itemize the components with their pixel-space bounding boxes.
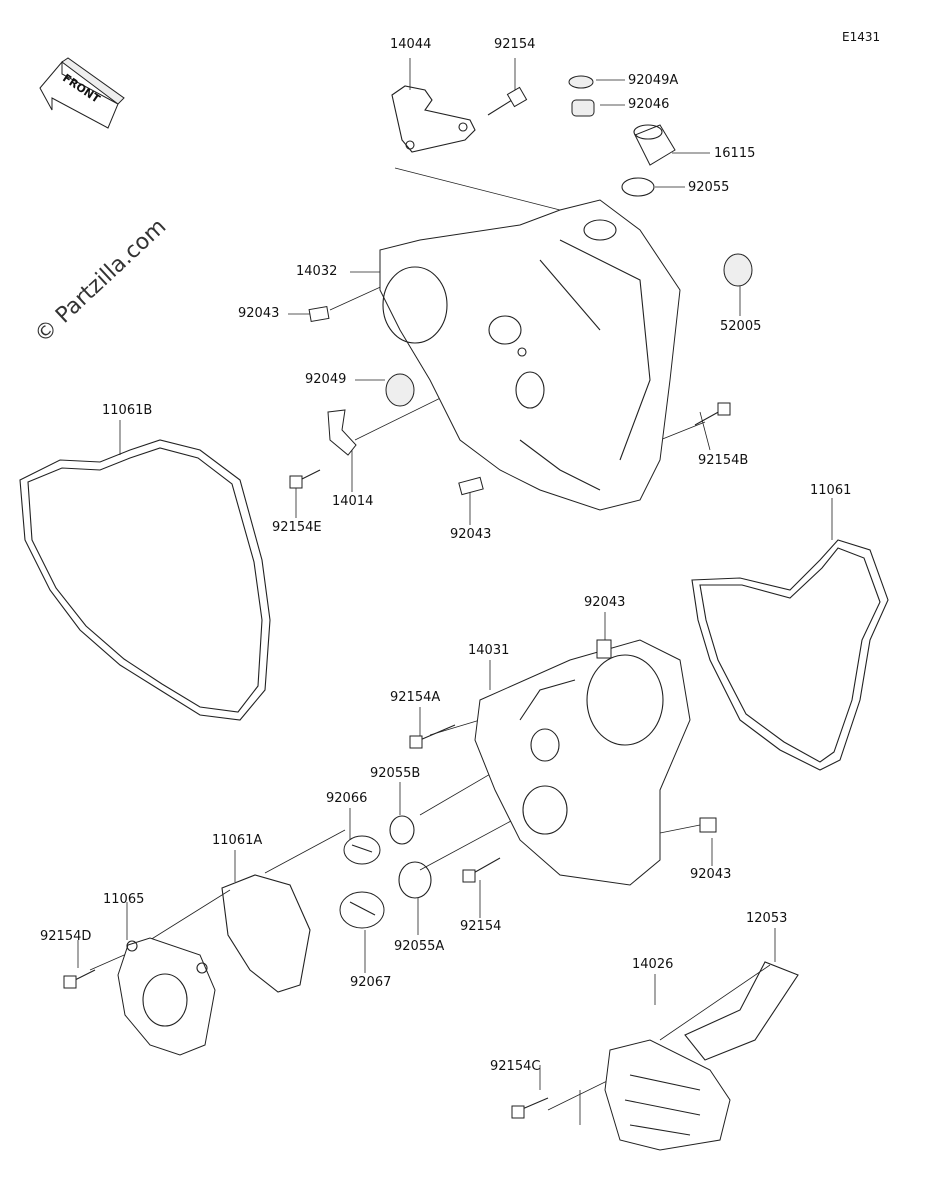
label-92043-d[interactable]: 92043 <box>690 867 732 882</box>
label-16115[interactable]: 16115 <box>714 146 756 161</box>
gasket-11061B-inner <box>27 447 263 713</box>
label-92154A[interactable]: 92154A <box>390 690 441 705</box>
diagram-code: E1431 <box>842 30 881 44</box>
label-92055A[interactable]: 92055A <box>394 939 445 954</box>
label-11065[interactable]: 11065 <box>103 892 145 907</box>
label-92049A[interactable]: 92049A <box>628 73 679 88</box>
cover-14031 <box>474 639 691 886</box>
bearing-92046 <box>571 99 595 117</box>
seal-52005 <box>723 253 753 287</box>
cover-11065 <box>117 937 216 1056</box>
label-11061B[interactable]: 11061B <box>102 403 153 418</box>
dowel-92043-d <box>699 817 717 833</box>
bracket-14044 <box>391 85 476 153</box>
gasket-11061A <box>221 874 311 993</box>
seal-92049 <box>385 373 415 407</box>
plate-14014 <box>327 409 357 456</box>
label-92154-mid[interactable]: 92154 <box>460 919 502 934</box>
label-92154-top[interactable]: 92154 <box>494 37 536 52</box>
label-92066[interactable]: 92066 <box>326 791 368 806</box>
label-92043-c[interactable]: 92043 <box>584 595 626 610</box>
label-12053[interactable]: 12053 <box>746 911 788 926</box>
label-14031[interactable]: 14031 <box>468 643 510 658</box>
label-92154E[interactable]: 92154E <box>272 520 322 535</box>
label-14026[interactable]: 14026 <box>632 957 674 972</box>
label-92154D[interactable]: 92154D <box>40 929 92 944</box>
label-92043-a[interactable]: 92043 <box>238 306 280 321</box>
cap-16115 <box>633 124 676 166</box>
dowel-92043-a <box>308 305 330 323</box>
label-92046[interactable]: 92046 <box>628 97 670 112</box>
oring-92055A <box>398 861 432 899</box>
label-14044[interactable]: 14044 <box>390 37 432 52</box>
dowel-92043-b <box>458 476 484 496</box>
gasket-11061B <box>19 439 271 721</box>
bolt-92154E <box>289 469 321 489</box>
plug-92067 <box>339 891 385 929</box>
label-92154C[interactable]: 92154C <box>490 1059 541 1074</box>
label-92043-b[interactable]: 92043 <box>450 527 492 542</box>
label-14032[interactable]: 14032 <box>296 264 338 279</box>
label-11061A[interactable]: 11061A <box>212 833 263 848</box>
label-92055[interactable]: 92055 <box>688 180 730 195</box>
bolt-92154C <box>511 1097 549 1119</box>
oring-92055 <box>621 177 655 197</box>
bolt-92154D <box>63 969 96 989</box>
label-52005[interactable]: 52005 <box>720 319 762 334</box>
label-14014[interactable]: 14014 <box>332 494 374 509</box>
label-92154B[interactable]: 92154B <box>698 453 749 468</box>
dowel-92043-c <box>596 639 612 659</box>
bolt-92154A <box>409 724 456 749</box>
bolt-92154B <box>694 402 731 426</box>
oring-92055B <box>389 815 415 845</box>
label-11061[interactable]: 11061 <box>810 483 852 498</box>
cover-14032 <box>379 199 681 511</box>
plug-92066 <box>343 835 381 865</box>
seal-92049A <box>568 75 594 89</box>
bolt-92154-top <box>487 86 528 116</box>
gasket-11061 <box>691 539 889 771</box>
front-arrow-icon <box>39 57 125 129</box>
bracket-12053 <box>684 961 799 1061</box>
guard-14026 <box>604 1039 731 1151</box>
gasket-11061-inner <box>699 547 881 763</box>
label-92067[interactable]: 92067 <box>350 975 392 990</box>
bolt-92154-mid <box>462 857 501 883</box>
label-92055B[interactable]: 92055B <box>370 766 421 781</box>
label-92049[interactable]: 92049 <box>305 372 347 387</box>
